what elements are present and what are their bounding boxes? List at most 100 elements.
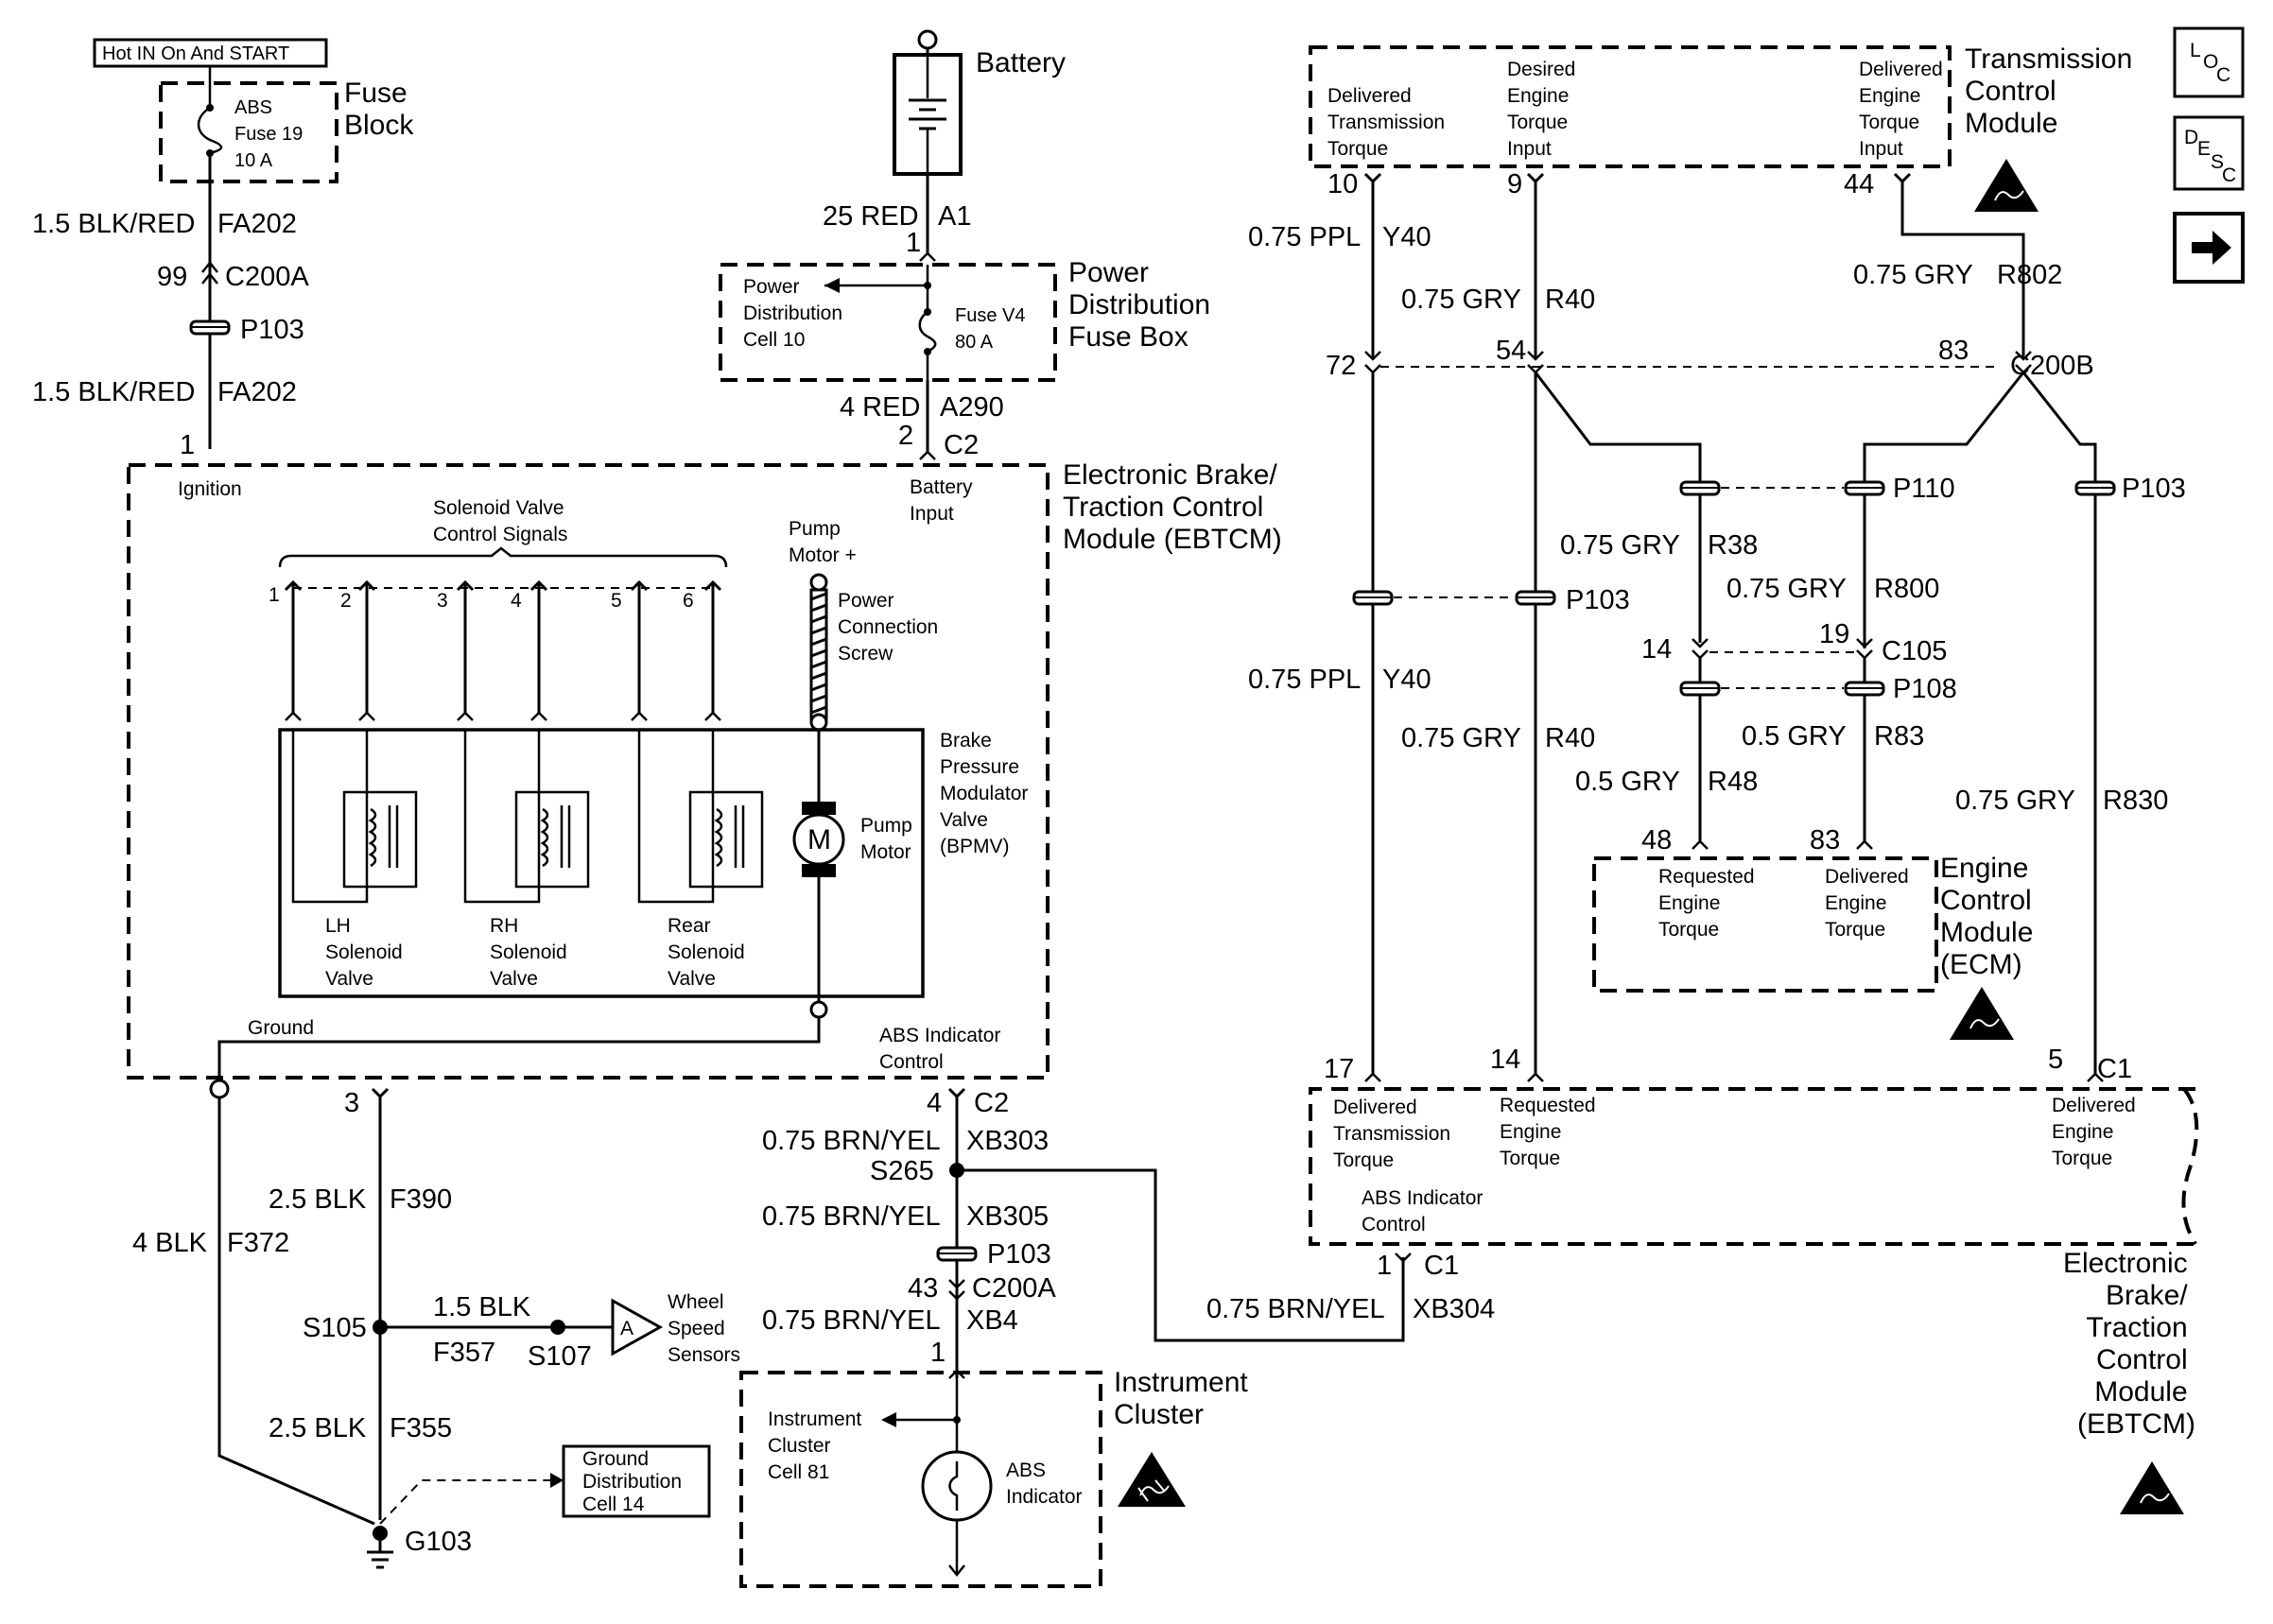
arrow-right-icon	[2192, 231, 2231, 265]
loc-button[interactable]: L O C	[2173, 26, 2245, 98]
svg-text:5: 5	[611, 590, 622, 612]
svg-text:72: 72	[1326, 351, 1356, 381]
svg-text:P108: P108	[1893, 674, 1957, 704]
svg-text:M: M	[807, 824, 831, 855]
svg-text:0.75 GRY: 0.75 GRY	[1853, 260, 1973, 290]
svg-text:C2: C2	[944, 430, 979, 460]
fuse-block-label: Fuse Block	[344, 78, 415, 141]
svg-text:E: E	[2197, 138, 2211, 160]
tcm-box	[1309, 45, 1952, 168]
svg-text:R830: R830	[2103, 786, 2168, 816]
connector-c200a-bot	[948, 1279, 965, 1301]
svg-text:L: L	[2190, 40, 2201, 61]
connector-c200a-top	[201, 260, 218, 285]
icc81-label: Instrument Cluster Cell 81	[768, 1408, 867, 1483]
svg-text:R38: R38	[1708, 530, 1758, 561]
svg-text:9: 9	[1507, 169, 1522, 199]
ebtcm-req-eng-label: Requested Engine Torque	[1500, 1095, 1601, 1169]
svg-text:O: O	[2203, 51, 2218, 73]
svg-text:XB305: XB305	[966, 1201, 1049, 1232]
splice-s107	[550, 1320, 565, 1335]
svg-text:P110: P110	[1893, 474, 1955, 504]
svg-text:1: 1	[1377, 1251, 1392, 1281]
gdc14-box	[562, 1444, 711, 1518]
svg-text:R48: R48	[1708, 767, 1758, 797]
svg-text:0.75 BRN/YEL: 0.75 BRN/YEL	[762, 1201, 941, 1232]
brace	[278, 546, 728, 568]
arrow-left-icon	[881, 1412, 896, 1427]
svg-text:0.75 GRY: 0.75 GRY	[1401, 285, 1521, 315]
svg-text:XB303: XB303	[966, 1126, 1049, 1156]
svg-text:0.75 GRY: 0.75 GRY	[1401, 723, 1521, 753]
bpmv-box	[278, 728, 925, 998]
battery-input-label: Battery Input	[910, 476, 978, 525]
svg-text:S265: S265	[870, 1156, 934, 1186]
svg-text:6: 6	[683, 590, 694, 612]
abs-indicator-control-label: ABS Indicator Control	[879, 1025, 1006, 1073]
svg-text:F357: F357	[433, 1338, 495, 1368]
svg-text:F390: F390	[390, 1184, 452, 1215]
tcm-del-trans-label: Delivered Transmission Torque	[1327, 85, 1450, 160]
svg-text:1.5 BLK/RED: 1.5 BLK/RED	[32, 209, 195, 239]
svg-text:83: 83	[1810, 825, 1840, 855]
svg-text:Ground: Ground	[248, 1017, 314, 1039]
svg-text:48: 48	[1641, 825, 1672, 855]
svg-text:0.75 BRN/YEL: 0.75 BRN/YEL	[1206, 1294, 1385, 1324]
battery-label: Battery	[976, 47, 1066, 78]
instrument-cluster-label: Instrument Cluster	[1114, 1367, 1256, 1430]
svg-text:1: 1	[906, 228, 921, 258]
ebtcm-abs-ctrl-label: ABS Indicator Control	[1362, 1187, 1488, 1235]
ebtcm-top-label: Electronic Brake/ Traction Control Modul…	[1063, 459, 1285, 555]
svg-text:0.75 GRY: 0.75 GRY	[1560, 530, 1680, 561]
svg-text:25 RED: 25 RED	[823, 201, 919, 232]
svg-text:2.5 BLK: 2.5 BLK	[269, 1413, 367, 1443]
svg-text:0.75 GRY: 0.75 GRY	[1955, 786, 2075, 816]
svg-text:S: S	[2211, 151, 2224, 173]
svg-text:C200A: C200A	[972, 1273, 1056, 1304]
esd-warning-icon	[1950, 987, 2014, 1040]
pump-motor-label: Pump Motor	[860, 815, 918, 863]
ground-wire	[217, 1017, 821, 1078]
svg-text:0.75 GRY: 0.75 GRY	[1726, 574, 1847, 604]
svg-text:14: 14	[1641, 634, 1672, 665]
desc-button[interactable]: D E S C	[2173, 115, 2245, 191]
lh-solenoid-icon	[291, 730, 418, 904]
svg-text:P103: P103	[1566, 585, 1630, 615]
bpmv-label: Brake Pressure Modulator Valve (BPMV)	[940, 730, 1033, 857]
esd-warning-icon	[2120, 1461, 2184, 1514]
next-arrow-button[interactable]	[2173, 212, 2245, 284]
tcm-title: Transmission Control Module	[1965, 43, 2141, 139]
instrument-cluster-box	[739, 1371, 1102, 1588]
svg-text:43: 43	[908, 1273, 938, 1304]
gdc14-label: Ground Distribution Cell 14	[582, 1448, 687, 1515]
svg-text:1: 1	[930, 1338, 946, 1368]
lh-valve-label: LH Solenoid Valve	[325, 915, 408, 990]
ebtcm-del-eng-label: Delivered Engine Torque	[2052, 1095, 2142, 1169]
svg-text:54: 54	[1496, 336, 1526, 366]
ebtcm-right-title: Electronic Brake/ Traction Control Modul…	[2063, 1248, 2195, 1440]
fuse-v4-icon	[918, 310, 937, 354]
svg-text:C2: C2	[974, 1088, 1009, 1118]
svg-text:P103: P103	[240, 315, 304, 345]
ebtcm-right-box	[1309, 1087, 2195, 1246]
tcm-des-eng-label: Desired Engine Torque Input	[1507, 59, 1581, 160]
svg-text:C: C	[2216, 64, 2230, 86]
esd-warning-icon	[1974, 159, 2039, 212]
ebtcm-del-trans-label: Delivered Transmission Torque	[1333, 1097, 1456, 1171]
svg-text:F372: F372	[227, 1228, 289, 1258]
svg-text:1: 1	[269, 584, 280, 606]
fuse-v4-label: Fuse V4 80 A	[955, 305, 1031, 353]
svg-text:S105: S105	[303, 1313, 367, 1343]
wheel-speed-connector-icon	[611, 1298, 664, 1356]
svg-text:19: 19	[1819, 619, 1849, 649]
abs-indicator-label: ABS Indicator	[1006, 1460, 1083, 1508]
svg-text:Y40: Y40	[1382, 222, 1431, 252]
pdc10-label: Power Distribution Cell 10	[743, 276, 848, 351]
svg-text:C1: C1	[1424, 1251, 1459, 1281]
svg-text:P103: P103	[987, 1239, 1051, 1270]
svg-text:C200A: C200A	[225, 262, 309, 292]
solenoid-signals-label: Solenoid Valve Control Signals	[433, 497, 569, 545]
ecm-title: Engine Control Module (ECM)	[1940, 853, 2041, 980]
svg-text:4 RED: 4 RED	[840, 392, 920, 423]
svg-text:R40: R40	[1545, 723, 1595, 753]
